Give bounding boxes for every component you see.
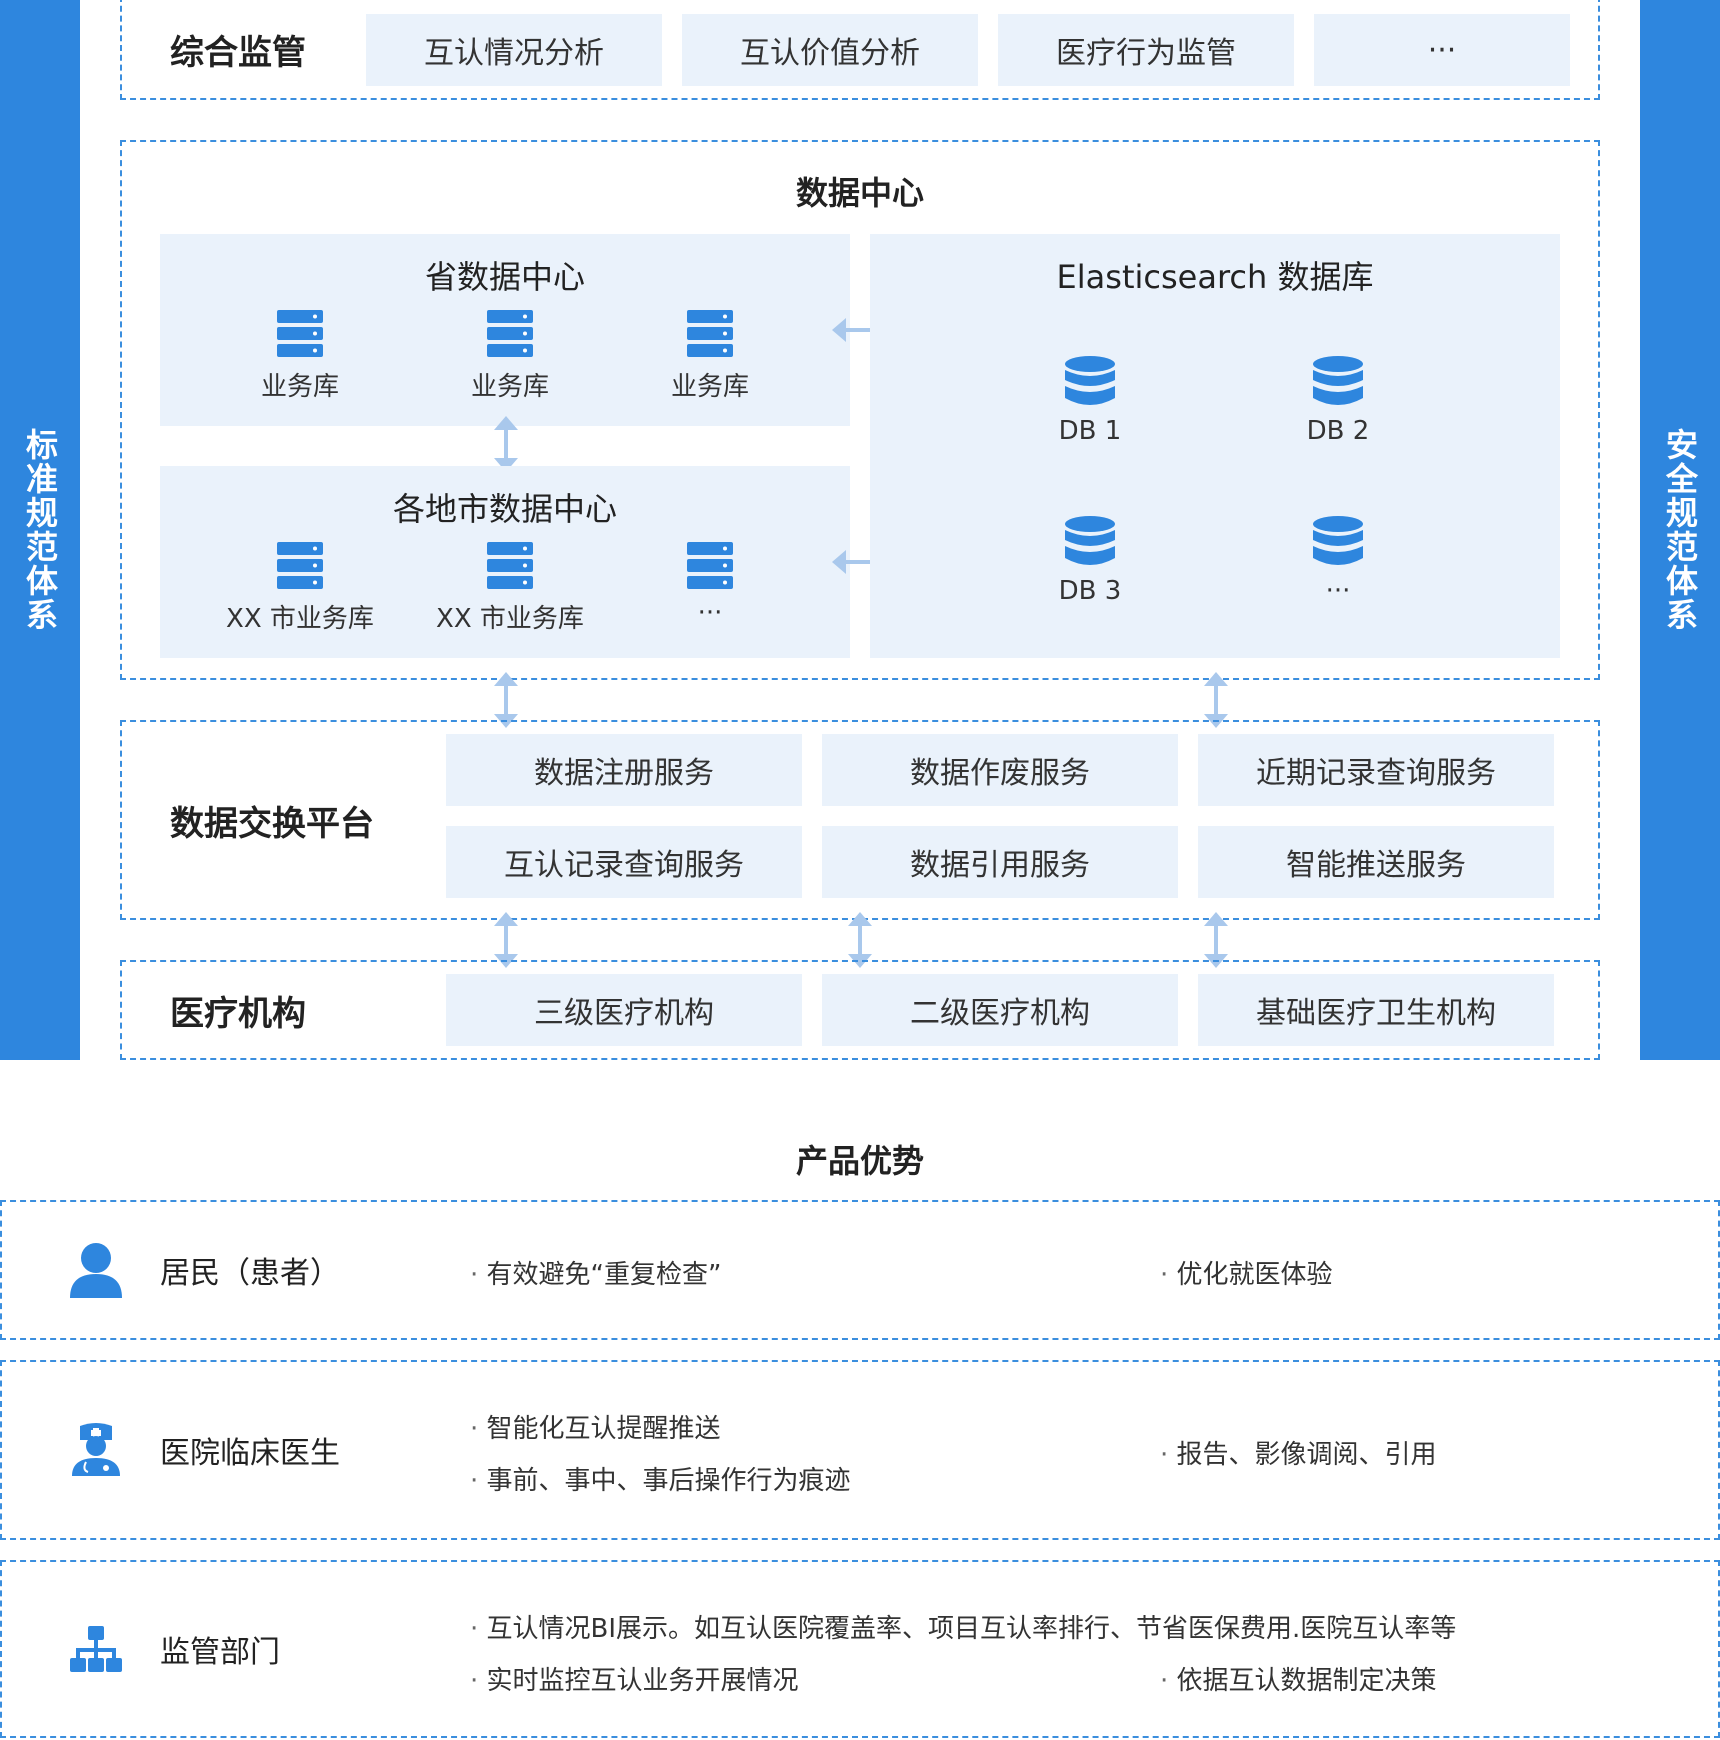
server-icon (277, 310, 323, 357)
server-icon (487, 542, 533, 589)
data-center-title: 数据中心 (795, 174, 924, 212)
server-icon (687, 542, 733, 589)
supervision-label: 综合监管 (170, 32, 306, 73)
advantage-bullet: 互认情况BI展示。如互认医院覆盖率、项目互认率排行、节省医保费用.医院互认率等 (470, 1608, 1457, 1645)
city-db: XX 市业务库 (410, 542, 610, 635)
es-db: ··· (1258, 516, 1418, 606)
supervision-row (120, 0, 1600, 100)
es-db: DB 1 (1010, 356, 1170, 446)
es-db-label: DB 2 (1306, 416, 1370, 446)
advantage-row-resident (0, 1200, 1720, 1340)
es-db-label: ··· (1325, 576, 1351, 606)
advantage-bullet: 事前、事中、事后操作行为痕迹 (470, 1460, 851, 1497)
city-db: XX 市业务库 (200, 542, 400, 635)
province-db: 业务库 (630, 310, 790, 403)
institutions-box (120, 960, 1600, 1060)
advantage-bullet: 智能化互认提醒推送 (470, 1408, 721, 1445)
supervision-item: ··· (1314, 14, 1570, 86)
institution-item: 基础医疗卫生机构 (1198, 974, 1554, 1046)
province-db-label: 业务库 (670, 372, 749, 402)
database-icon (1313, 516, 1363, 565)
exchange-service: 互认记录查询服务 (446, 826, 802, 898)
supervision-item: 医疗行为监管 (998, 14, 1294, 86)
advantages-title: 产品优势 (795, 1142, 924, 1180)
advantage-bullet: 报告、影像调阅、引用 (1160, 1434, 1437, 1471)
exchange-label: 数据交换平台 (170, 803, 374, 844)
province-db-label: 业务库 (470, 372, 549, 402)
arrow-vertical (494, 416, 518, 472)
advantage-row-regulator (0, 1560, 1720, 1738)
data-center-box (120, 140, 1600, 680)
exchange-service: 数据注册服务 (446, 734, 802, 806)
institutions-label: 医疗机构 (170, 993, 306, 1034)
advantage-bullet: 优化就医体验 (1160, 1254, 1333, 1291)
server-icon (277, 542, 323, 589)
institution-item: 三级医疗机构 (446, 974, 802, 1046)
province-title: 省数据中心 (424, 258, 585, 296)
database-icon (1313, 356, 1363, 405)
es-db-label: DB 3 (1058, 576, 1122, 606)
city-title: 各地市数据中心 (392, 490, 617, 528)
city-db-label: XX 市业务库 (226, 604, 374, 634)
advantage-label: 居民（患者） (160, 1256, 340, 1291)
database-icon (1065, 516, 1115, 565)
advantage-bullet: 有效避免“重复检查” (470, 1254, 722, 1291)
supervision-item: 互认情况分析 (366, 14, 662, 86)
advantage-label: 监管部门 (160, 1635, 280, 1670)
supervision-item: 互认价值分析 (682, 14, 978, 86)
es-db-label: DB 1 (1058, 416, 1122, 446)
es-db: DB 2 (1258, 356, 1418, 446)
city-db-label: ··· (697, 598, 723, 628)
exchange-service: 近期记录查询服务 (1198, 734, 1554, 806)
exchange-service: 数据作废服务 (822, 734, 1178, 806)
exchange-service: 数据引用服务 (822, 826, 1178, 898)
city-db: ··· (630, 542, 790, 628)
server-icon (687, 310, 733, 357)
province-db: 业务库 (220, 310, 380, 403)
org-chart-icon (70, 1626, 122, 1678)
province-db: 业务库 (430, 310, 590, 403)
es-db: DB 3 (1010, 516, 1170, 606)
advantage-bullet: 依据互认数据制定决策 (1160, 1660, 1437, 1697)
advantage-row-doctor (0, 1360, 1720, 1540)
exchange-service: 智能推送服务 (1198, 826, 1554, 898)
person-icon (70, 1242, 122, 1302)
server-icon (487, 310, 533, 357)
institution-item: 二级医疗机构 (822, 974, 1178, 1046)
database-icon (1065, 356, 1115, 405)
advantage-label: 医院临床医生 (160, 1436, 340, 1471)
doctor-icon (72, 1422, 120, 1480)
province-db-label: 业务库 (260, 372, 339, 402)
advantage-bullet: 实时监控互认业务开展情况 (470, 1660, 799, 1697)
es-panel (870, 234, 1560, 658)
es-title: Elasticsearch 数据库 (1056, 258, 1374, 296)
right-sidebar-security: 安全规范体系 (1640, 0, 1720, 1060)
city-db-label: XX 市业务库 (436, 604, 584, 634)
left-sidebar-standard: 标准规范体系 (0, 0, 80, 1060)
